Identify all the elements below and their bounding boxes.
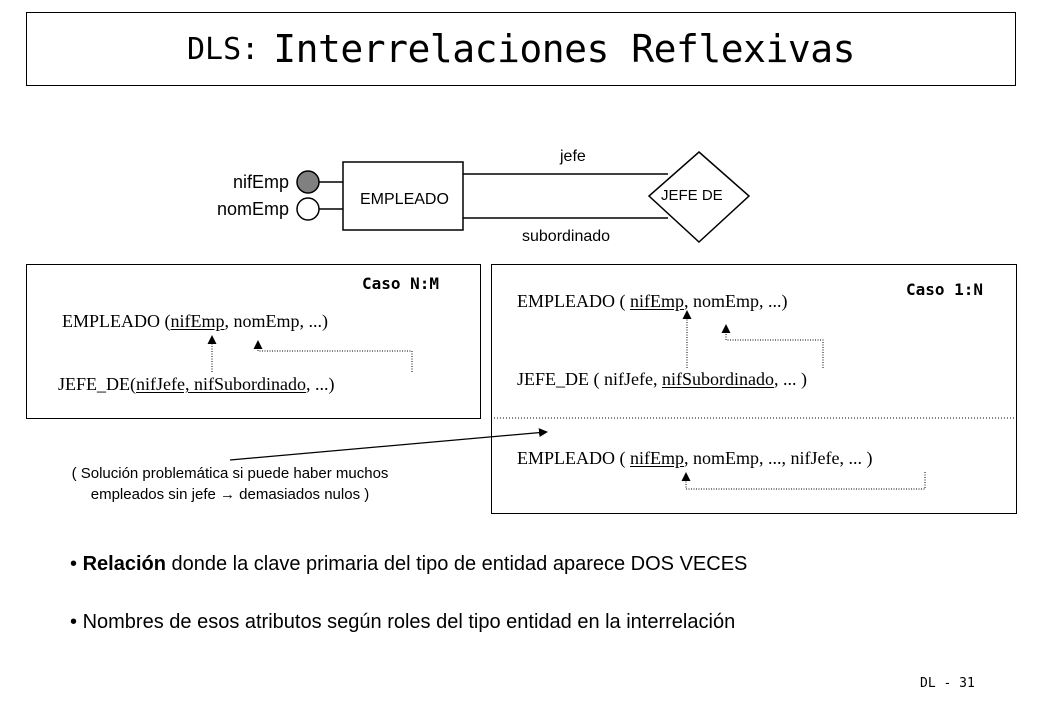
entity-label: EMPLEADO bbox=[360, 191, 449, 208]
fk-arrow bbox=[253, 340, 413, 372]
case-nm-schema-jefe-de: JEFE_DE(nifJefe, nifSubordinado, ...) bbox=[58, 374, 334, 395]
note-line: empleados sin jefe → demasiados nulos ) bbox=[90, 486, 370, 503]
relation-name: EMPLEADO ( bbox=[517, 448, 630, 468]
bullet-marker: • bbox=[70, 611, 78, 633]
attribute-label-nomemp: nomEmp bbox=[216, 199, 289, 219]
relation-name: EMPLEADO ( bbox=[62, 311, 171, 331]
bullet-bold: Relación bbox=[82, 553, 166, 575]
bullet-marker: • bbox=[70, 553, 78, 575]
relation-rest: , ...) bbox=[305, 374, 335, 394]
page-number: DL - 31 bbox=[920, 676, 975, 691]
case-nm-box bbox=[26, 264, 481, 419]
relation-name: JEFE_DE( bbox=[58, 374, 136, 394]
role-label-jefe: jefe bbox=[560, 148, 586, 165]
primary-key: nifEmp bbox=[170, 311, 225, 331]
title-prefix: DLS: bbox=[186, 31, 260, 67]
relationship-diamond bbox=[647, 151, 751, 244]
case-nm-title: Caso N:M bbox=[362, 274, 440, 293]
relation-rest: , nomEmp, ..., nifJefe, ... ) bbox=[684, 448, 873, 468]
primary-key: nifSubordinado bbox=[661, 369, 774, 389]
attribute-key-circle bbox=[296, 170, 320, 194]
bullet-item: • Relación donde la clave primaria del t… bbox=[70, 553, 747, 576]
title-box: DLS: Interrelaciones Reflexivas bbox=[26, 12, 1016, 86]
bullet-item: • Nombres de esos atributos según roles … bbox=[70, 611, 735, 634]
case-nm-schema-empleado: EMPLEADO (nifEmp, nomEmp, ...) bbox=[62, 311, 328, 332]
entity-box bbox=[342, 161, 464, 231]
primary-key: nifJefe, nifSubordinado bbox=[136, 374, 306, 394]
note-pointer-arrow bbox=[229, 428, 548, 461]
case-1n-schema-empleado-fk: EMPLEADO ( nifEmp, nomEmp, ..., nifJefe,… bbox=[517, 448, 872, 469]
primary-key: nifEmp bbox=[630, 291, 684, 311]
role-label-subordinado: subordinado bbox=[522, 228, 611, 245]
attribute-circle bbox=[296, 197, 320, 221]
case-1n-title: Caso 1:N bbox=[906, 280, 984, 299]
page-title: Interrelaciones Reflexivas bbox=[273, 27, 856, 71]
case-1n-box bbox=[491, 264, 1017, 514]
bullet-text: Nombres de esos atributos según roles de… bbox=[82, 611, 736, 633]
note-line: ( Solución problemática si puede haber m… bbox=[71, 465, 389, 482]
problem-note: ( Solución problemática si puede haber m… bbox=[20, 463, 440, 505]
relationship-label: JEFE DE bbox=[661, 187, 723, 204]
relation-rest: , nomEmp, ...) bbox=[224, 311, 329, 331]
bullet-text: donde la clave primaria del tipo de enti… bbox=[165, 553, 748, 575]
relation-rest: , nomEmp, ...) bbox=[684, 291, 788, 311]
fk-arrow bbox=[681, 472, 926, 490]
case-1n-schema-jefe-de: JEFE_DE ( nifJefe, nifSubordinado, ... ) bbox=[517, 369, 807, 390]
relation-name: JEFE_DE ( nifJefe, bbox=[517, 369, 662, 389]
relation-rest: , ... ) bbox=[773, 369, 807, 389]
relation-name: EMPLEADO ( bbox=[517, 291, 630, 311]
attribute-label-nifemp: nifEmp bbox=[232, 172, 289, 192]
case-1n-schema-empleado: EMPLEADO ( nifEmp, nomEmp, ...) bbox=[517, 291, 788, 312]
primary-key: nifEmp bbox=[630, 448, 684, 468]
